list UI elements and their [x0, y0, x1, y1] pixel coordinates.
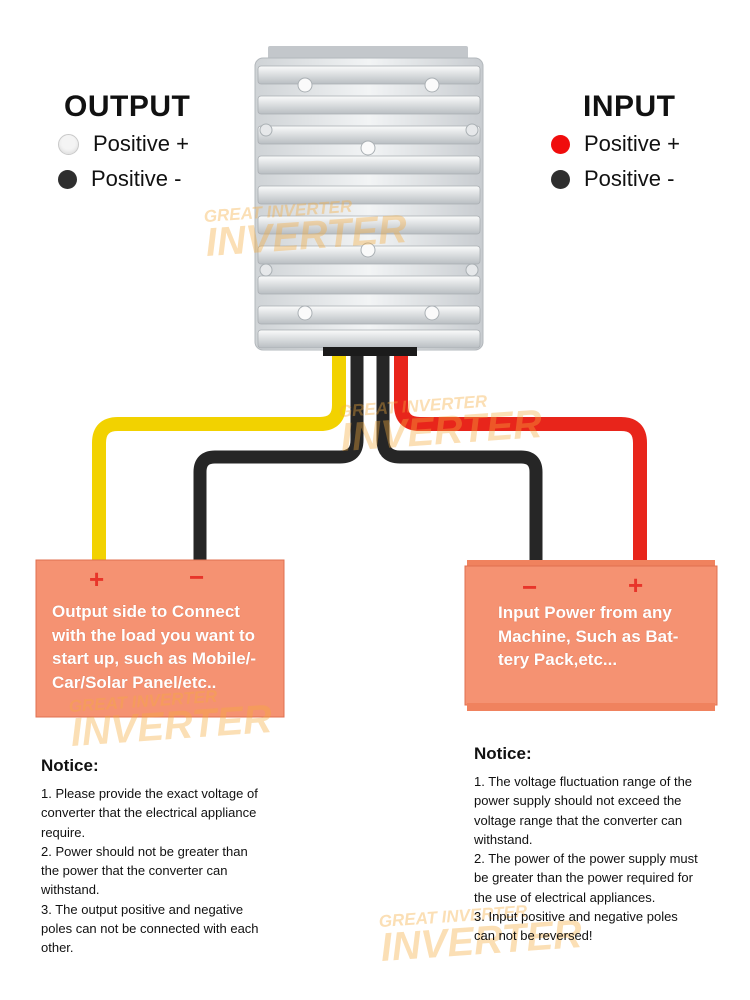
heatsink-fin: [257, 95, 481, 115]
output-minus-sign: −: [189, 562, 205, 592]
heatsink-fin: [257, 215, 481, 235]
notice-left-item: 3. The output positive and negative pole…: [41, 901, 259, 956]
screw: [424, 305, 440, 321]
input-battery-box-shape: [464, 560, 718, 711]
output-legend: OUTPUT Positive + Positive -: [58, 90, 190, 192]
black-dot-icon: [551, 169, 570, 189]
yellow-output-positive-wire: [92, 356, 346, 565]
black-output-negative-wire: [193, 356, 364, 565]
cable-gland: [323, 347, 417, 356]
input-legend-item: Positive -: [551, 166, 680, 192]
input-legend-label: Positive +: [584, 131, 680, 156]
heatsink-fin: [257, 65, 481, 85]
output-legend-label: Positive +: [93, 131, 189, 156]
output-legend-title: OUTPUT: [64, 90, 191, 123]
heatsink-fin: [257, 305, 481, 325]
red-input-positive-wire: [394, 356, 647, 565]
input-box-text: Input Power from any Machine, Such as Ba…: [498, 603, 679, 669]
notice-left: Notice: 1. Please provide the exact volt…: [41, 756, 266, 958]
input-minus-sign: −: [522, 572, 538, 602]
screw: [297, 77, 313, 93]
input-plus-sign: +: [628, 570, 644, 600]
heatsink-fin: [257, 155, 481, 175]
output-legend-label: Positive -: [91, 166, 182, 191]
notice-right-item: 1. The voltage fluctuation range of the …: [474, 774, 693, 847]
input-legend-label: Positive -: [584, 166, 675, 191]
notice-left-item: 2. Power should not be greater than the …: [41, 843, 248, 898]
notice-right-item: 3. Input positive and negative poles can…: [474, 909, 678, 944]
output-load-box-shape: [35, 559, 285, 718]
notice-left-item: 1. Please provide the exact voltage of c…: [41, 786, 258, 840]
input-legend-item: Positive +: [551, 131, 680, 157]
output-box-text: Output side to Connect with the load you…: [52, 602, 257, 692]
input-legend-title: INPUT: [583, 90, 676, 123]
output-legend-item: Positive -: [58, 166, 190, 192]
wires: [92, 356, 647, 565]
screw: [424, 77, 440, 93]
output-legend-item: Positive +: [58, 131, 190, 157]
screw: [360, 242, 376, 258]
heatsink-fin: [257, 329, 481, 349]
notice-left-title: Notice:: [41, 756, 99, 775]
converter-body: [254, 46, 484, 356]
notice-right-item: 2. The power of the power supply must be…: [474, 851, 698, 905]
input-legend: INPUT Positive + Positive -: [551, 90, 680, 192]
screw: [297, 305, 313, 321]
black-input-negative-wire: [376, 356, 543, 565]
white-dot-icon: [58, 133, 79, 155]
black-dot-icon: [58, 169, 77, 189]
heatsink-fin: [257, 185, 481, 205]
notice-right: Notice: 1. The voltage fluctuation range…: [474, 744, 699, 946]
notice-right-title: Notice:: [474, 744, 532, 763]
output-plus-sign: +: [89, 564, 105, 594]
heatsink-fin: [257, 275, 481, 295]
screw: [360, 140, 376, 156]
red-dot-icon: [551, 134, 570, 154]
